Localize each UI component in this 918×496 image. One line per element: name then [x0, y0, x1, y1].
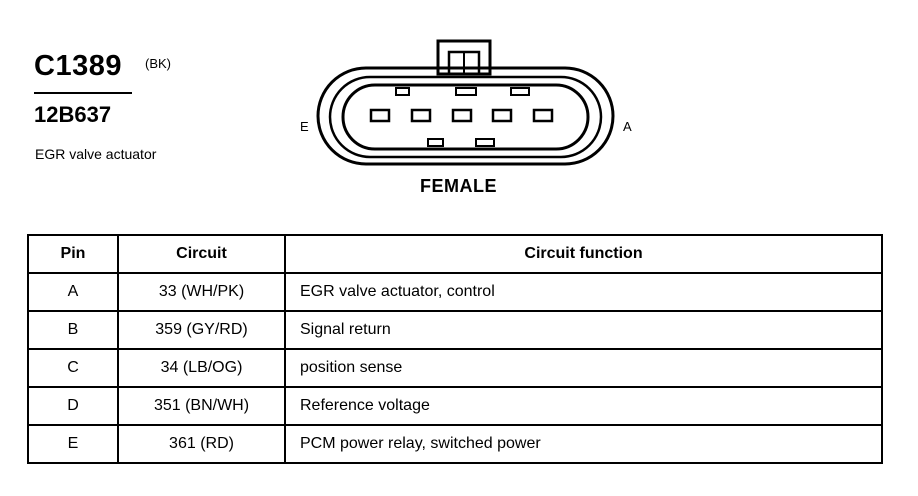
connector-outer-shell — [316, 66, 615, 166]
pin-cavity-c — [451, 108, 473, 123]
circuit-cell: 361 (RD) — [117, 424, 286, 464]
pin-cavity-d — [410, 108, 432, 123]
connector-id: C1389 — [34, 50, 122, 82]
pin-cell: E — [27, 424, 119, 464]
connector-face-drawing: E A — [300, 39, 632, 166]
connector-color-code: (BK) — [145, 56, 171, 71]
pin-label-left: E — [300, 119, 309, 134]
pin-cavity-e — [369, 108, 391, 123]
circuit-cell: 33 (WH/PK) — [117, 272, 286, 312]
key-notch-top-3 — [510, 87, 530, 96]
table-row: C 34 (LB/OG) position sense — [27, 348, 883, 388]
column-header-circuit-function: Circuit function — [284, 234, 883, 274]
pin-cell: D — [27, 386, 119, 426]
circuit-cell: 359 (GY/RD) — [117, 310, 286, 350]
table-header-row: Pin Circuit Circuit function — [27, 234, 883, 274]
key-notch-top-2 — [455, 87, 477, 96]
table-row: A 33 (WH/PK) EGR valve actuator, control — [27, 272, 883, 312]
table-row: D 351 (BN/WH) Reference voltage — [27, 386, 883, 426]
function-cell: position sense — [284, 348, 883, 388]
table-row: B 359 (GY/RD) Signal return — [27, 310, 883, 350]
function-cell: PCM power relay, switched power — [284, 424, 883, 464]
pin-cell: A — [27, 272, 119, 312]
pin-cavity-b — [491, 108, 513, 123]
connector-view-label: FEMALE — [420, 176, 497, 196]
connector-inner-shell — [341, 83, 590, 151]
pin-label-right: A — [623, 119, 632, 134]
key-notch-bottom-2 — [475, 138, 495, 147]
connector-header: C1389 (BK) 12B637 EGR valve actuator — [34, 48, 294, 178]
key-notch-bottom-1 — [427, 138, 444, 147]
pinout-table: Pin Circuit Circuit function A 33 (WH/PK… — [27, 234, 883, 464]
part-number: 12B637 — [34, 102, 112, 127]
key-notch-top-1 — [395, 87, 410, 96]
pin-cavity-a — [532, 108, 554, 123]
function-cell: Signal return — [284, 310, 883, 350]
connector-description: EGR valve actuator — [35, 146, 157, 162]
function-cell: Reference voltage — [284, 386, 883, 426]
connector-middle-shell — [328, 75, 603, 159]
circuit-cell: 34 (LB/OG) — [117, 348, 286, 388]
column-header-circuit: Circuit — [117, 234, 286, 274]
header-divider — [34, 92, 132, 94]
function-cell: EGR valve actuator, control — [284, 272, 883, 312]
circuit-cell: 351 (BN/WH) — [117, 386, 286, 426]
pin-cell: B — [27, 310, 119, 350]
column-header-pin: Pin — [27, 234, 119, 274]
table-row: E 361 (RD) PCM power relay, switched pow… — [27, 424, 883, 464]
connector-diagram: E A FEMALE — [290, 30, 650, 205]
pin-cell: C — [27, 348, 119, 388]
